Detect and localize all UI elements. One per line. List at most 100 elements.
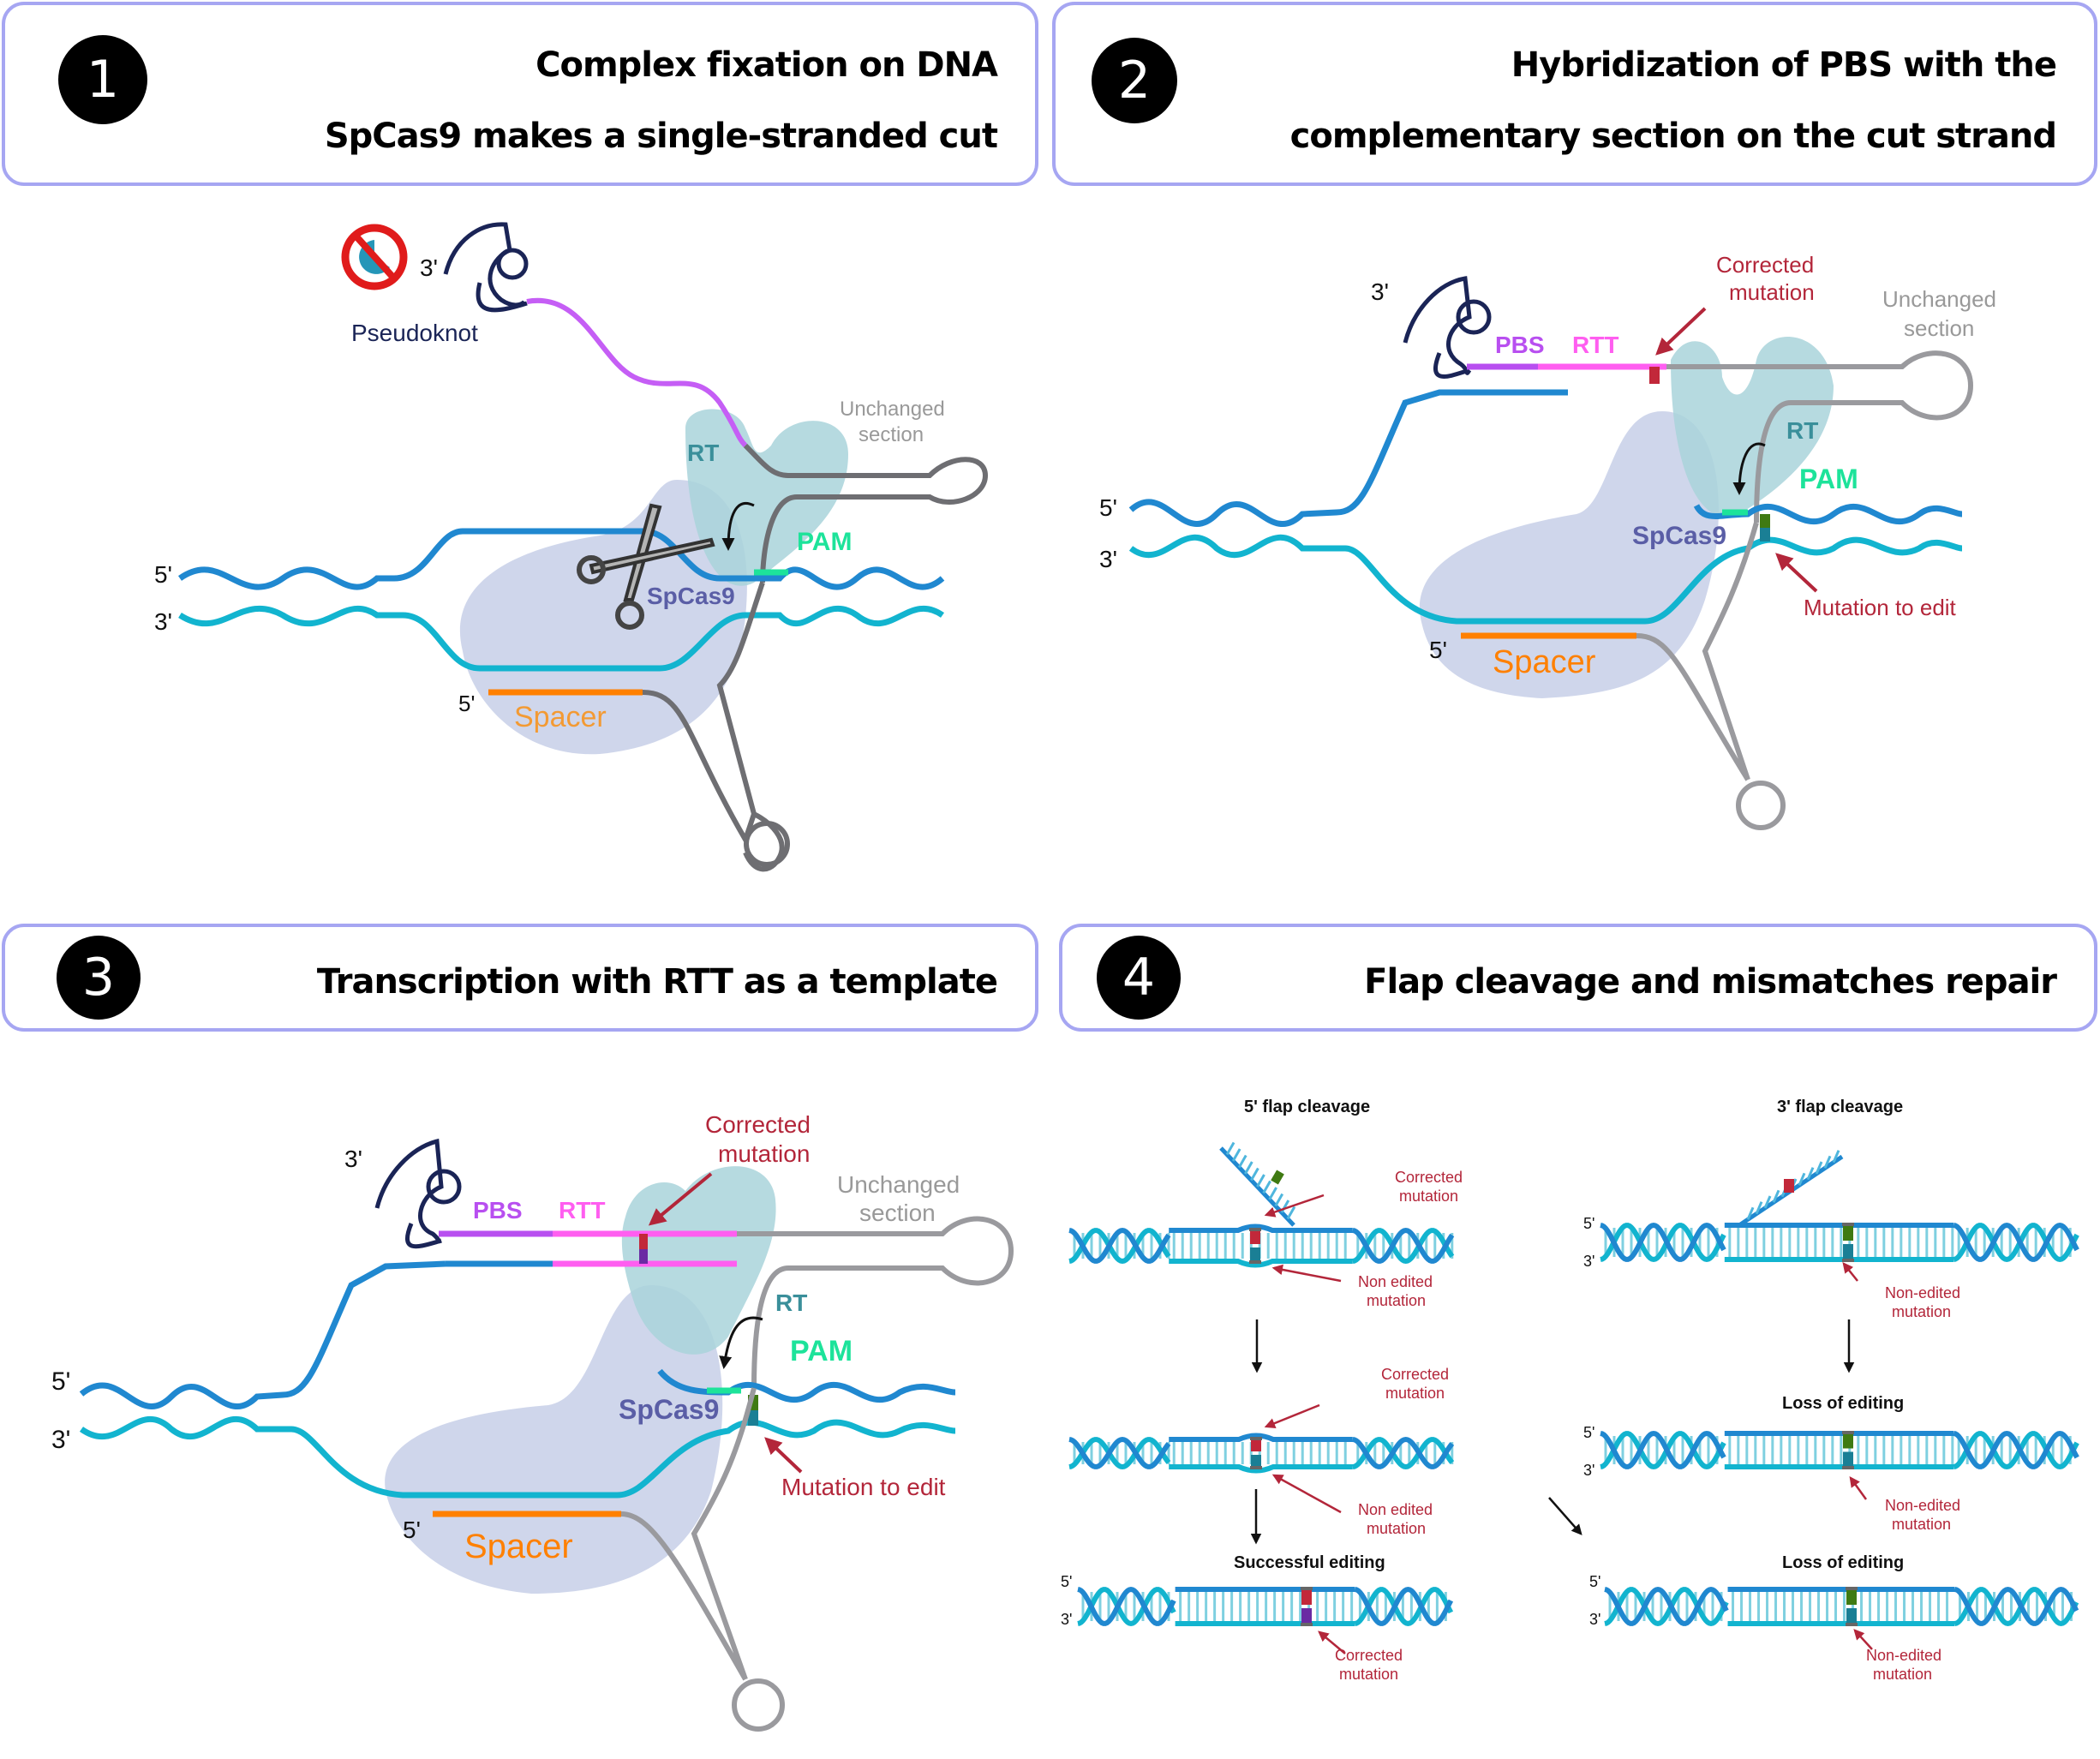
panel-1-diagram: 3' Pseudoknot Unchanged section RT PAM 5… bbox=[154, 222, 989, 872]
base-a bbox=[1846, 1608, 1857, 1624]
flap-base bbox=[1250, 1167, 1259, 1182]
pam-label: PAM bbox=[790, 1335, 853, 1367]
flap-base bbox=[1256, 1174, 1265, 1188]
panel-1-header: 1 Complex fixation on DNA SpCas9 makes a… bbox=[2, 2, 1038, 186]
unchanged-section-label-1: Unchanged bbox=[837, 1171, 960, 1198]
non-edited-mutation-label-1: Non edited bbox=[1358, 1273, 1433, 1290]
flap-base bbox=[1231, 1148, 1241, 1162]
flap-base bbox=[1286, 1206, 1296, 1220]
non-edited-mutation-arrow bbox=[1853, 1629, 1873, 1650]
panel-2-title-line-2: complementary section on the cut strand bbox=[1289, 117, 2057, 156]
panel-4-header: 4 Flap cleavage and mismatches repair bbox=[1059, 924, 2097, 1032]
spacer-label: Spacer bbox=[514, 701, 607, 733]
non-edited-mutation-arrow bbox=[1849, 1475, 1868, 1500]
base-a bbox=[1251, 1455, 1261, 1467]
panel-3-diagram: 3' PBS RTT Corrected mutation Unchanged … bbox=[51, 1111, 1014, 1732]
non-edited-mutation-label-1: Non-edited bbox=[1866, 1647, 1941, 1664]
three-prime-label: 3' bbox=[154, 608, 172, 635]
panel-1-title-line-1: Complex fixation on DNA bbox=[535, 45, 998, 85]
non-edited-mutation-label-1: Non-edited bbox=[1885, 1284, 1960, 1301]
panel-3-title: Transcription with RTT as a template bbox=[316, 962, 998, 1002]
base-cap bbox=[1249, 1260, 1261, 1264]
three-prime-label: 3' bbox=[1583, 1253, 1594, 1270]
dna-strand bbox=[1077, 1587, 1176, 1627]
dna-strand bbox=[1600, 1431, 1726, 1470]
dna-strand bbox=[1068, 1227, 1171, 1264]
base-cap bbox=[1250, 1466, 1262, 1469]
corrected-mutation-arrow bbox=[1264, 1194, 1325, 1218]
rtt-label: RTT bbox=[1572, 332, 1618, 358]
five-flap-cleavage-title: 5' flap cleavage bbox=[1244, 1098, 1370, 1116]
base-cap bbox=[1301, 1623, 1313, 1626]
dna-strand-bottom bbox=[1169, 1259, 1353, 1268]
scaffold-hairpin-upper bbox=[743, 443, 989, 583]
base-cap bbox=[1249, 1228, 1261, 1231]
mutation-to-edit-label: Mutation to edit bbox=[781, 1474, 946, 1500]
panel-4-texts: 5' flap cleavage 3' flap cleavage Correc… bbox=[1061, 1098, 1960, 1683]
flap-base bbox=[1237, 1154, 1247, 1169]
dna-strand-top bbox=[177, 528, 945, 590]
corrected-mutation-label-2: mutation bbox=[1729, 279, 1815, 305]
three-prime-label: 3' bbox=[344, 1146, 362, 1172]
dna-strand bbox=[1953, 1430, 2079, 1469]
flap-base bbox=[1823, 1155, 1832, 1169]
scaffold-hairpin-lower bbox=[642, 582, 785, 872]
dna-strand bbox=[1953, 1431, 2079, 1470]
corrected-mutation-arrow bbox=[1264, 1403, 1320, 1429]
dna-strand bbox=[1068, 1436, 1171, 1469]
panel-2-header: 2 Hybridization of PBS with the compleme… bbox=[1052, 2, 2097, 186]
step-number-badge: 4 bbox=[1097, 936, 1181, 1020]
corrected-mutation-label-1: Corrected bbox=[705, 1111, 811, 1138]
five-prime-label: 5' bbox=[154, 561, 172, 588]
five-prime-label: 5' bbox=[1061, 1573, 1072, 1590]
flap-base bbox=[1746, 1206, 1755, 1220]
dna-strand bbox=[1600, 1430, 1726, 1469]
mutation-base-a bbox=[748, 1410, 758, 1426]
unchanged-section-label-2: section bbox=[1904, 315, 1974, 341]
base-cap bbox=[1250, 1437, 1262, 1440]
non-edited-mutation-label-1: Non edited bbox=[1358, 1501, 1433, 1518]
panel-3-header: 3 Transcription with RTT as a template bbox=[2, 924, 1038, 1032]
pbs-rtt-strand bbox=[526, 297, 748, 448]
dna-strand-bottom bbox=[1128, 534, 1963, 625]
five-prime-label: 5' bbox=[1583, 1424, 1594, 1441]
dna-strand-top bbox=[1169, 1224, 1353, 1233]
dna-strand bbox=[1953, 1222, 2079, 1262]
five-prime-label: 5' bbox=[1583, 1215, 1594, 1232]
non-edited-mutation-label-1: Non-edited bbox=[1885, 1497, 1960, 1514]
non-edited-mutation-arrow bbox=[1842, 1262, 1858, 1282]
dna-strand bbox=[1953, 1587, 2079, 1627]
mutation-base-t bbox=[1760, 514, 1770, 528]
flap-base bbox=[1815, 1161, 1823, 1175]
pseudoknot-icon bbox=[374, 1138, 462, 1249]
scaffold-hairpin-lower bbox=[1636, 522, 1759, 781]
step-number: 1 bbox=[86, 50, 120, 110]
dna-strand bbox=[1077, 1586, 1176, 1626]
spcas9-label: SpCas9 bbox=[647, 583, 735, 609]
dna-strand-bottom bbox=[178, 605, 945, 672]
pam-label: PAM bbox=[797, 528, 852, 556]
scaffold-hairpin-upper bbox=[1666, 350, 1974, 524]
mutation-base-a bbox=[1760, 528, 1770, 541]
base-t bbox=[1846, 1589, 1857, 1605]
non-edited-mutation-label-2: mutation bbox=[1892, 1516, 1951, 1533]
flap-base bbox=[1755, 1201, 1763, 1215]
dna-strand-bottom bbox=[1169, 1464, 1353, 1474]
corrected-mutation-arrow bbox=[1655, 307, 1707, 356]
base-a bbox=[1843, 1451, 1853, 1467]
flap-base bbox=[1268, 1187, 1277, 1200]
scissors-icon bbox=[577, 503, 715, 630]
corrected-mutation-label-1: Corrected bbox=[1395, 1169, 1463, 1186]
step-number: 4 bbox=[1122, 948, 1156, 1008]
cut-arrow bbox=[721, 502, 755, 551]
scaffold-hairpin-upper bbox=[737, 1216, 1014, 1389]
unchanged-section-label-2: section bbox=[859, 423, 924, 446]
corrected-base-g bbox=[639, 1249, 648, 1264]
dna-strand bbox=[1953, 1586, 2079, 1626]
corrected-mutation-label-2: mutation bbox=[718, 1140, 810, 1167]
flap-base bbox=[1280, 1200, 1290, 1213]
flap-base bbox=[1798, 1172, 1806, 1186]
unchanged-section-label-2: section bbox=[859, 1200, 936, 1226]
flap-base bbox=[1832, 1150, 1840, 1164]
